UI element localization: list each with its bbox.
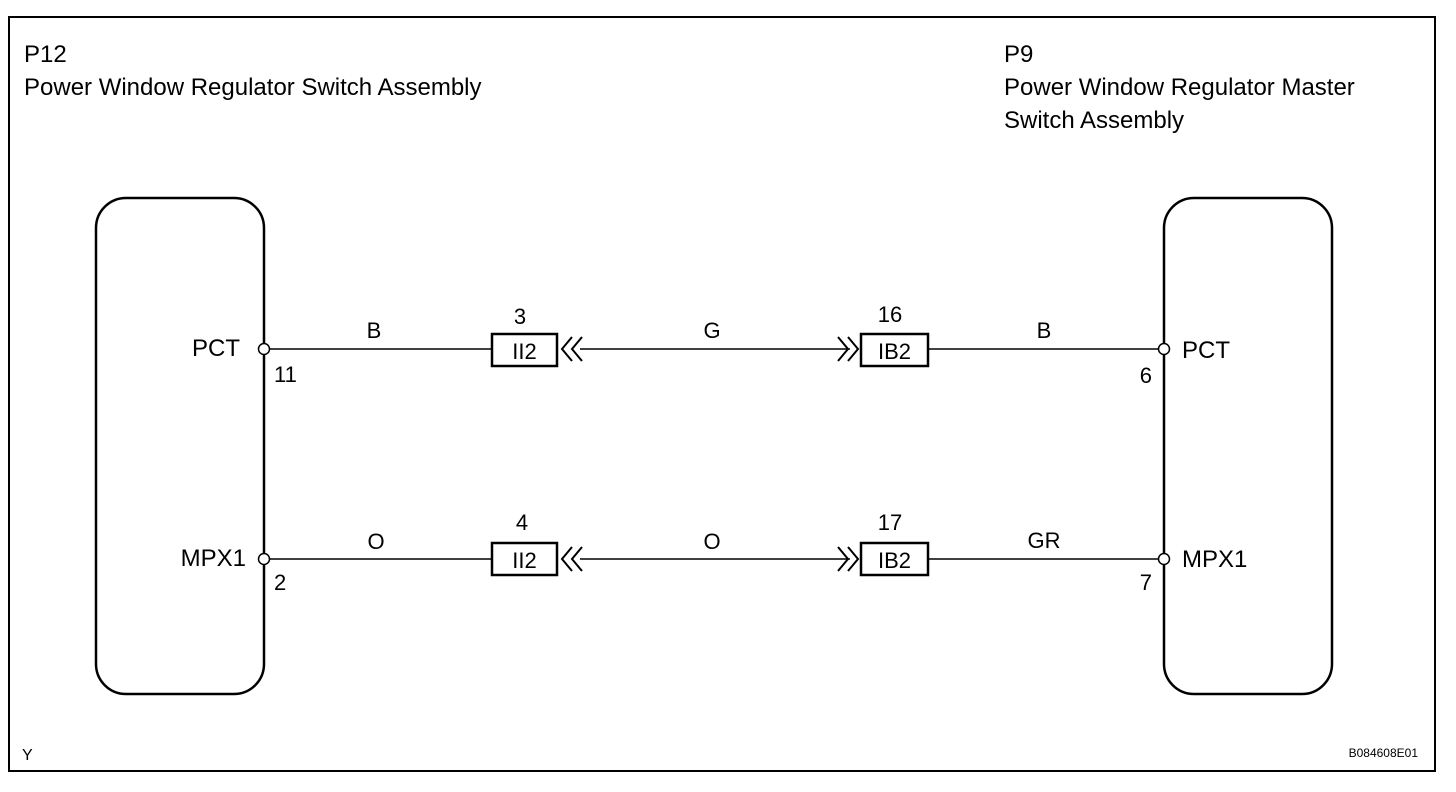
left-pct-pin-number: 11 [274,362,297,387]
connector-ib2-pct-label: IB2 [878,339,911,364]
left-pct-terminal [257,342,271,356]
chevron-left-icon [560,336,583,362]
wire-color-pct-left: B [367,318,382,343]
connector-ib2-mpx1 [859,541,930,577]
connector-ib2-pct [859,332,930,368]
chevron-right-icon [837,336,860,362]
right-mpx1-pin-number: 7 [1140,570,1152,595]
right-pct-terminal [1157,342,1171,356]
diagram-frame [8,16,1436,772]
right-mpx1-pin-name: MPX1 [1182,546,1247,573]
left-component-box [94,196,266,696]
circuit-mpx1: MPX1 2 MPX1 7 O O GR II2 4 IB2 17 [181,510,1248,595]
chevron-right-icon [837,546,860,572]
right-component-name-line2: Switch Assembly [1004,107,1184,134]
wire-color-pct-mid: G [703,318,720,343]
footer-left-mark: Y [22,747,33,764]
right-component-box [1162,196,1334,696]
right-component-code: P9 [1004,41,1033,68]
left-component-name: Power Window Regulator Switch Assembly [24,74,482,101]
right-pct-pin-name: PCT [1182,337,1230,364]
wire-color-mpx1-mid: O [703,529,720,554]
left-mpx1-pin-name: MPX1 [181,545,246,572]
connector-ib2-pct-pin: 16 [878,302,902,327]
left-mpx1-terminal [257,552,271,566]
chevron-left-icon [560,546,583,572]
connector-ib2-mpx1-label: IB2 [878,548,911,573]
connector-ii2-mpx1-pin: 4 [516,510,528,535]
wire-color-mpx1-left: O [367,529,384,554]
connector-ii2-mpx1 [490,541,559,577]
wire-color-pct-right: B [1037,318,1052,343]
connector-ii2-pct-pin: 3 [514,304,526,329]
connector-ii2-mpx1-label: II2 [512,548,536,573]
connector-ib2-mpx1-pin: 17 [878,510,902,535]
left-pct-pin-name: PCT [192,335,240,362]
connector-ii2-pct [490,332,559,368]
right-mpx1-terminal [1157,552,1171,566]
circuit-pct: PCT 11 PCT 6 B G B II2 3 IB2 16 [192,302,1230,388]
figure-id: B084608E01 [1349,746,1419,760]
right-pct-pin-number: 6 [1140,363,1152,388]
left-mpx1-pin-number: 2 [274,570,286,595]
left-component-code: P12 [24,41,67,68]
right-component-name-line1: Power Window Regulator Master [1004,74,1355,101]
wire-color-mpx1-right: GR [1028,528,1061,553]
connector-ii2-pct-label: II2 [512,339,536,364]
